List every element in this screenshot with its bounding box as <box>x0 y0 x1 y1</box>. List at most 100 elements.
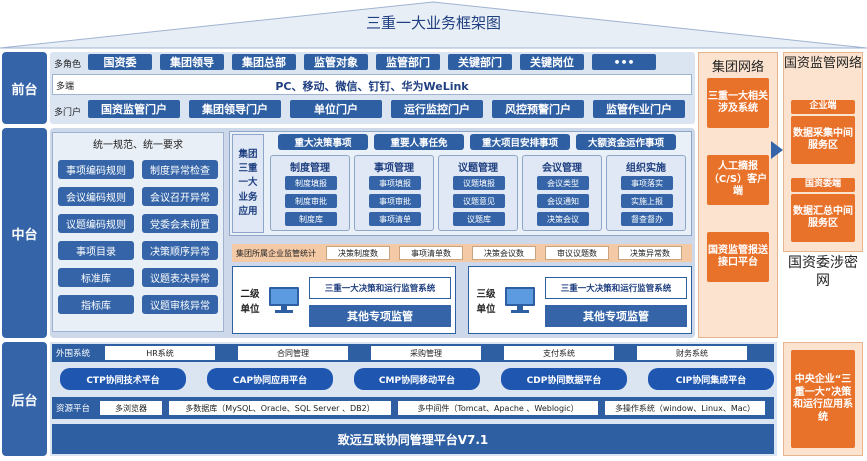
computer-icon <box>503 285 537 315</box>
platform-item: CAP协同应用平台 <box>207 368 333 390</box>
unit-panel: 三级 单位 三重一大决策和运行监管系统其他专项监管 <box>468 266 692 334</box>
role-tag: 集团总部 <box>232 54 296 70</box>
group-network-item-1: 三重一大相关涉及系统 <box>707 78 769 128</box>
portal-tag: 风控预警门户 <box>492 100 584 118</box>
external-label: 外围系统 <box>56 349 91 359</box>
module-item: 制度填报 <box>285 176 337 190</box>
resource-item: 多中间件（Tomcat、Apache 、Weblogic） <box>398 401 598 415</box>
resource-item: 多操作系统（window、Linux、Mac） <box>605 401 765 415</box>
module-item: 制度库 <box>285 212 337 226</box>
portal-tag: 运行监控门户 <box>391 100 483 118</box>
rules-grid: 事项编码规则制度异常检查会议编码规则会议召开异常议题编码规则党委会未前置事项目录… <box>58 160 220 320</box>
rule-item: 议题审核异常 <box>142 295 218 314</box>
secret-network-title: 国资委涉密网 <box>788 255 858 290</box>
stat-item: 决策制度数 <box>326 246 390 260</box>
module-title: 组织实施 <box>626 163 666 174</box>
group-network-title: 集团网络 <box>711 60 764 75</box>
unit-system-button: 三重一大决策和运行监管系统 <box>309 277 451 299</box>
platform-item: CIP协同集成平台 <box>648 368 774 390</box>
sasac-item-summary: 数据汇总中间服务区 <box>791 194 855 242</box>
sasac-item-enterprise: 企业端 <box>791 100 855 114</box>
group-app-label: 集团 三重 一大 业务 应用 <box>232 134 264 233</box>
unit-system-button: 三重一大决策和运行监管系统 <box>545 277 687 299</box>
portals-label: 多门户 <box>54 108 82 118</box>
sasac-item-collect: 数据采集中间服务区 <box>791 116 855 164</box>
external-system: 采购管理 <box>371 346 481 360</box>
stat-item: 决策会议数 <box>472 246 536 260</box>
rule-item: 会议召开异常 <box>142 187 218 206</box>
module-item: 事项清单 <box>369 212 421 226</box>
groups-row: 制度管理制度填报制度审批制度库事项管理事项填报事项审批事项清单议题管理议题填报议… <box>270 155 690 233</box>
top-tags-row: 重大决策事项重要人事任免重大项目安排事项大额资金运作事项 <box>270 134 690 150</box>
module-item: 议题库 <box>453 212 505 226</box>
units-row: 二级 单位三重一大决策和运行监管系统其他专项监管三级 单位三重一大决策和运行监管… <box>232 266 692 334</box>
group-network-item-3: 国资监管报送接口平台 <box>707 232 769 282</box>
terminals-bar <box>52 74 692 95</box>
external-system: HR系统 <box>105 346 215 360</box>
module-group: 事项管理事项填报事项审批事项清单 <box>354 155 434 231</box>
platform-item: CTP协同技术平台 <box>60 368 186 390</box>
arrow-to-sasac <box>771 141 783 159</box>
layer-middle: 中台 <box>2 128 47 338</box>
rule-item: 指标库 <box>58 295 134 314</box>
footer-platform: 致远互联协同管理平台V7.1 <box>52 424 774 454</box>
decision-tag: 重大项目安排事项 <box>470 134 570 150</box>
rule-item: 事项目录 <box>58 241 134 260</box>
resources-row: 多浏览器多数据库（MySQL、Oracle、SQL Server 、DB2）多中… <box>100 401 770 415</box>
module-item: 议题填报 <box>453 176 505 190</box>
external-system: 财务系统 <box>637 346 747 360</box>
role-tag: 关键岗位 <box>520 54 584 70</box>
resource-item: 多浏览器 <box>100 401 162 415</box>
layer-front: 前台 <box>2 52 47 124</box>
external-row: HR系统合同管理采购管理支付系统财务系统 <box>105 346 770 360</box>
stats-label: 集团所属企业监管统计 <box>236 249 316 258</box>
module-title: 会议管理 <box>542 163 582 174</box>
module-title: 事项管理 <box>374 163 414 174</box>
rule-item: 事项编码规则 <box>58 160 134 179</box>
stat-item: 决策异常数 <box>618 246 682 260</box>
module-item: 事项填报 <box>369 176 421 190</box>
unit-other-button: 其他专项监管 <box>545 305 687 327</box>
group-network-item-2: 人工摘报（C/S）客户端 <box>707 155 769 205</box>
secret-network-item: 中央企业“三重一大”决策和运行应用系统 <box>791 350 855 448</box>
role-tag: 监管部门 <box>376 54 440 70</box>
module-group: 议题管理议题填报议题意见议题库 <box>438 155 518 231</box>
module-title: 制度管理 <box>290 163 330 174</box>
module-group: 制度管理制度填报制度审批制度库 <box>270 155 350 231</box>
decision-tag: 重大决策事项 <box>278 134 368 150</box>
roles-label: 多角色 <box>54 60 82 70</box>
role-tag: 监管对象 <box>304 54 368 70</box>
rule-item: 标准库 <box>58 268 134 287</box>
stats-row: 决策制度数事项清单数决策会议数审议议题数决策异常数 <box>326 246 688 260</box>
rule-item: 决策顺序异常 <box>142 241 218 260</box>
module-item: 会议类型 <box>537 176 589 190</box>
portal-tag: 监管作业门户 <box>593 100 685 118</box>
role-tag: ••• <box>592 54 656 70</box>
terminals-label: 多端 <box>56 82 75 92</box>
portals-row: 国资监管门户集团领导门户单位门户运行监控门户风控预警门户监管作业门户 <box>88 100 688 118</box>
stat-item: 事项清单数 <box>399 246 463 260</box>
module-group: 组织实施事项落实实施上报督查督办 <box>606 155 686 231</box>
module-item: 事项落实 <box>621 176 673 190</box>
roof-shape <box>0 1 867 49</box>
module-title: 议题管理 <box>458 163 498 174</box>
role-tag: 国资委 <box>88 54 152 70</box>
platform-item: CDP协同数据平台 <box>501 368 627 390</box>
rules-title: 统一规范、统一要求 <box>93 140 183 151</box>
portal-tag: 集团领导门户 <box>189 100 281 118</box>
computer-icon <box>267 285 301 315</box>
unit-panel: 二级 单位三重一大决策和运行监管系统其他专项监管 <box>232 266 456 334</box>
role-tag: 关键部门 <box>448 54 512 70</box>
roles-row: 国资委集团领导集团总部监管对象监管部门关键部门关键岗位 ••• <box>88 54 688 71</box>
resource-label: 资源平台 <box>56 404 91 414</box>
module-item: 决策会议 <box>537 212 589 226</box>
rule-item: 议题表决异常 <box>142 268 218 287</box>
rule-item: 会议编码规则 <box>58 187 134 206</box>
unit-label: 二级 单位 <box>240 289 260 316</box>
role-tag: 集团领导 <box>160 54 224 70</box>
sasac-network-title: 国资监管网络 <box>783 56 862 71</box>
portal-tag: 国资监管门户 <box>88 100 180 118</box>
rule-item: 议题编码规则 <box>58 214 134 233</box>
unit-label: 三级 单位 <box>476 289 496 316</box>
